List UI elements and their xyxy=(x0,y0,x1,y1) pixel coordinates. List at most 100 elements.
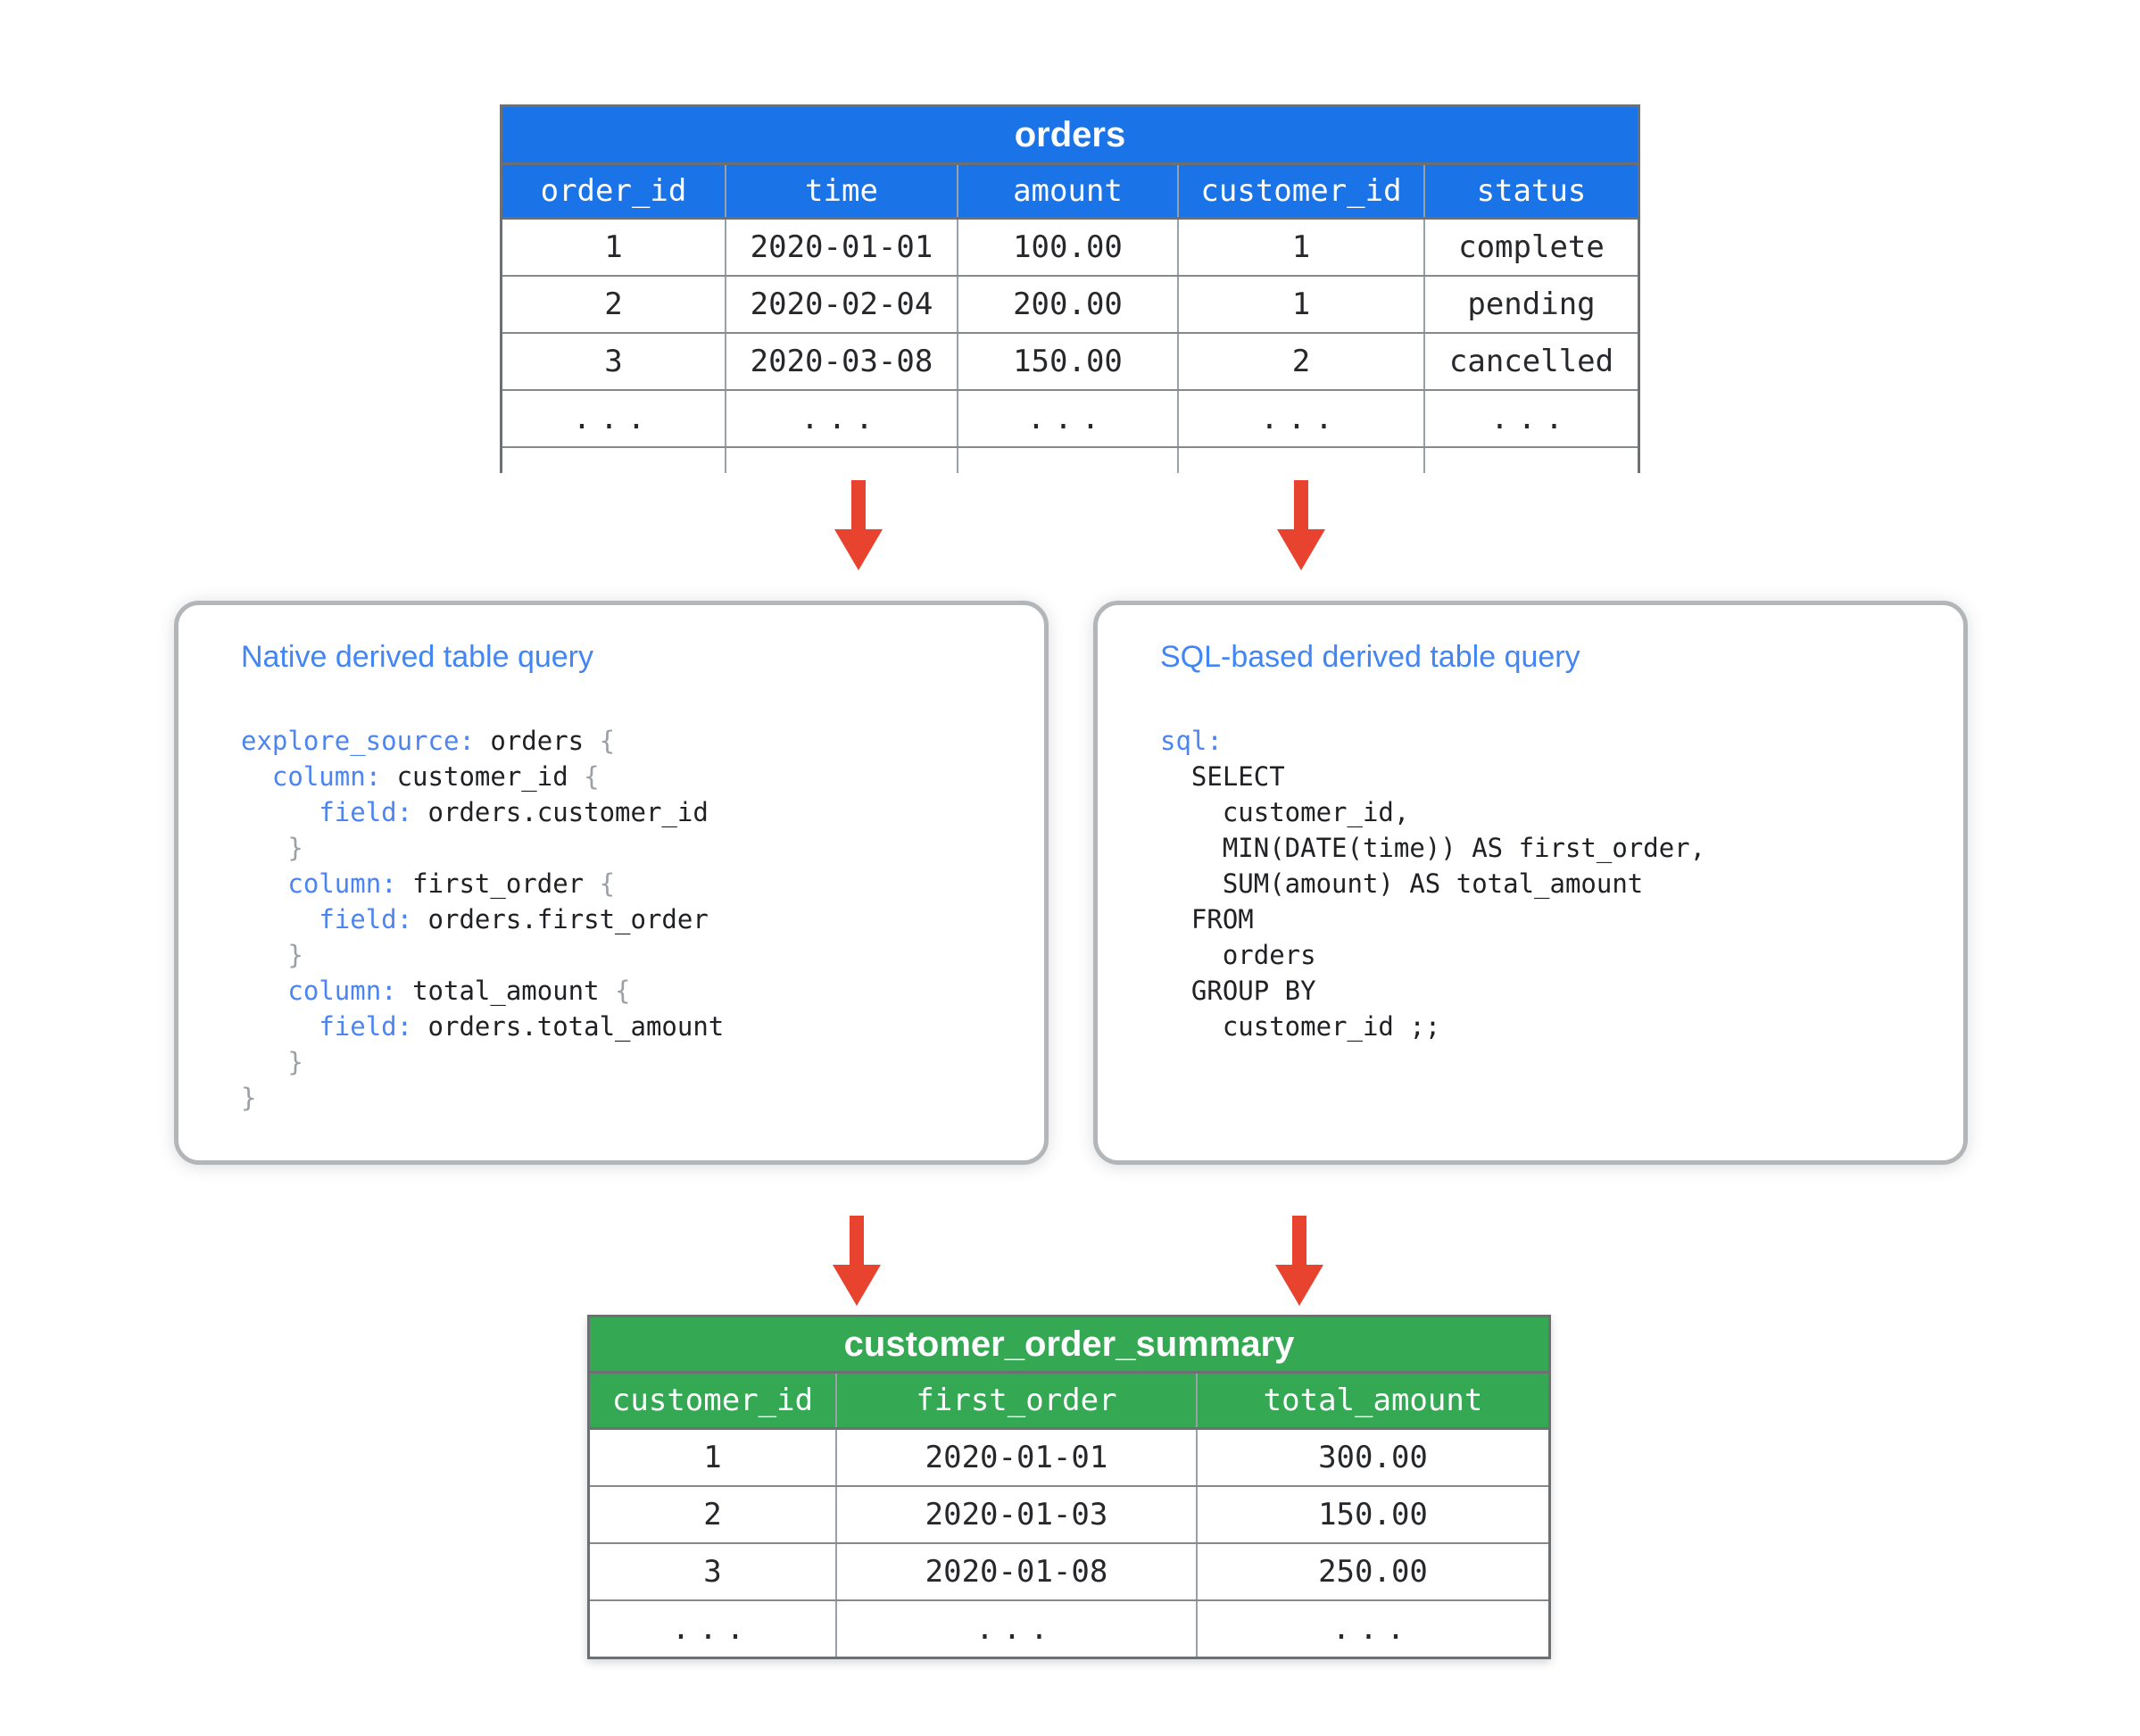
sql-box-title: SQL-based derived table query xyxy=(1160,640,1580,674)
table-cell: 1 xyxy=(502,220,726,275)
arrow-stem xyxy=(851,480,866,531)
code-line: } xyxy=(241,1083,257,1113)
arrow-stem xyxy=(1292,1216,1306,1267)
column-header: order_id xyxy=(502,165,726,217)
table-cell: 300.00 xyxy=(1318,1440,1428,1475)
table-cell: 2020-01-01 xyxy=(726,220,958,275)
table-cell: 2020-02-04 xyxy=(726,277,958,332)
column-header: status xyxy=(1476,173,1587,209)
code-line: customer_id, xyxy=(1160,797,1410,827)
table-cell: 2 xyxy=(502,277,726,332)
table-cell: 2 xyxy=(590,1487,837,1542)
table-cell xyxy=(726,448,958,473)
native-derived-query-box: Native derived table query explore_sourc… xyxy=(174,601,1049,1165)
code-line: SELECT xyxy=(1160,761,1285,792)
code-line: } xyxy=(287,1047,303,1077)
table-cell: 2020-01-01 xyxy=(837,1430,1198,1485)
code-line: field: orders.first_order xyxy=(319,904,709,934)
code-line: GROUP BY xyxy=(1160,976,1316,1006)
code-line: } xyxy=(287,940,303,970)
table-cell xyxy=(1179,448,1425,473)
table-cell: ... xyxy=(590,1601,837,1657)
code-line: explore_source: orders { xyxy=(241,726,616,756)
table-cell: 1 xyxy=(1179,220,1425,275)
down-arrow-icon xyxy=(1277,480,1325,570)
table-cell: 2020-01-03 xyxy=(837,1487,1198,1542)
table-cell xyxy=(502,448,726,473)
table-cell: pending xyxy=(1467,287,1596,322)
code-line: column: first_order { xyxy=(287,868,616,899)
down-arrow-icon xyxy=(834,480,883,570)
code-line: field: orders.total_amount xyxy=(319,1011,725,1042)
column-header: customer_id xyxy=(590,1374,837,1427)
orders-table-title: orders xyxy=(502,107,1638,165)
table-cell: ... xyxy=(502,391,726,446)
table-cell: ... xyxy=(837,1601,1198,1657)
code-line: SUM(amount) AS total_amount xyxy=(1160,868,1644,899)
code-line: sql: xyxy=(1160,726,1223,756)
table-cell: 3 xyxy=(502,334,726,389)
code-line: FROM xyxy=(1160,904,1254,934)
table-cell: ... xyxy=(1490,401,1572,436)
table-cell: complete xyxy=(1458,229,1605,265)
arrow-stem xyxy=(850,1216,864,1267)
arrow-head xyxy=(1275,1265,1323,1306)
sql-derived-query-box: SQL-based derived table query sql: SELEC… xyxy=(1093,601,1968,1165)
table-row-clipped xyxy=(502,448,1638,473)
column-header: first_order xyxy=(837,1374,1198,1427)
table-cell: 100.00 xyxy=(958,220,1179,275)
code-line: column: total_amount { xyxy=(287,976,631,1006)
table-cell: cancelled xyxy=(1448,344,1614,379)
table-cell xyxy=(958,448,1179,473)
column-header: time xyxy=(726,165,958,217)
table-cell: 200.00 xyxy=(958,277,1179,332)
code-line: column: customer_id { xyxy=(271,761,600,792)
down-arrow-icon xyxy=(1275,1216,1323,1306)
table-cell: 1 xyxy=(590,1430,837,1485)
table-cell: 250.00 xyxy=(1318,1554,1428,1590)
down-arrow-icon xyxy=(833,1216,881,1306)
table-row: ......... xyxy=(590,1601,1548,1657)
arrow-head xyxy=(833,1265,881,1306)
table-cell: 2020-03-08 xyxy=(726,334,958,389)
native-code-block: explore_source: orders { column: custome… xyxy=(241,723,1008,1116)
table-cell: 3 xyxy=(590,1544,837,1599)
summary-table-title: customer_order_summary xyxy=(590,1317,1548,1374)
code-line: } xyxy=(287,833,303,863)
table-cell: 150.00 xyxy=(958,334,1179,389)
column-header: total_amount xyxy=(1263,1383,1483,1418)
arrow-stem xyxy=(1294,480,1308,531)
table-cell: ... xyxy=(958,391,1179,446)
table-cell: ... xyxy=(1179,391,1425,446)
code-line: orders xyxy=(1160,940,1316,970)
table-cell: ... xyxy=(1331,1611,1414,1647)
table-cell: 1 xyxy=(1179,277,1425,332)
table-cell: 2 xyxy=(1179,334,1425,389)
code-line: MIN(DATE(time)) AS first_order, xyxy=(1160,833,1706,863)
native-box-title: Native derived table query xyxy=(241,640,594,674)
table-row: ............... xyxy=(502,391,1638,448)
code-line: field: orders.customer_id xyxy=(319,797,709,827)
sql-code-block: sql: SELECT customer_id, MIN(DATE(time))… xyxy=(1160,723,1928,1044)
table-cell: 2020-01-08 xyxy=(837,1544,1198,1599)
column-header: amount xyxy=(958,165,1179,217)
table-cell: 150.00 xyxy=(1318,1497,1428,1532)
column-header: customer_id xyxy=(1179,165,1425,217)
table-cell: ... xyxy=(726,391,958,446)
arrow-head xyxy=(1277,529,1325,570)
arrow-head xyxy=(834,529,883,570)
code-line: customer_id ;; xyxy=(1160,1011,1441,1042)
